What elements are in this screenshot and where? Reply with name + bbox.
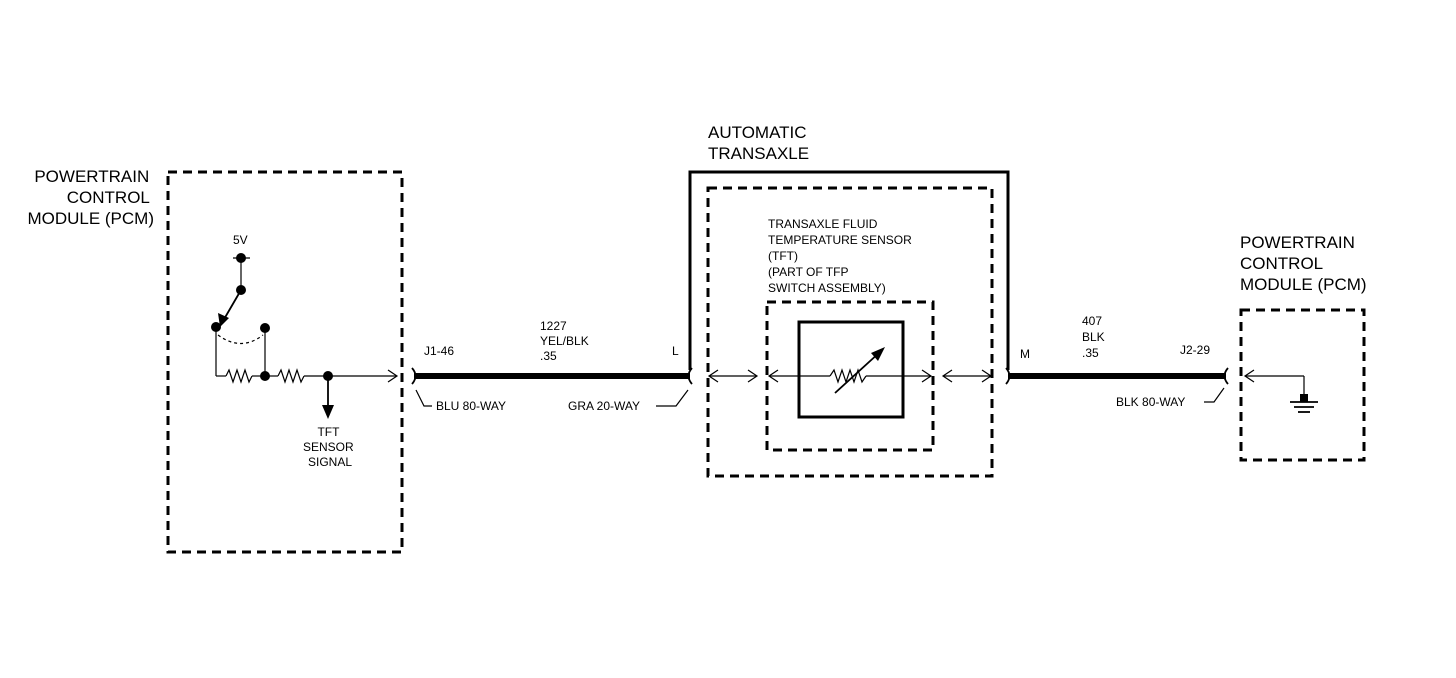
pullup-resistor-1 <box>216 368 265 384</box>
pcm-right-pin-arrow <box>1243 369 1255 383</box>
ground-icon <box>1290 376 1318 413</box>
automatic-transaxle: AUTOMATIC TRANSAXLE TRANSAXLE FLUID TEMP… <box>688 123 1010 478</box>
wire-1227-circuit-label: 1227 YEL/BLK .35 <box>540 319 592 363</box>
connector-label-blk-80-way: BLK 80-WAY <box>1116 395 1185 409</box>
pin-label-l: L <box>672 344 679 358</box>
transaxle-left-arrow <box>707 369 719 383</box>
pcm-right: POWERTRAIN CONTROL MODULE (PCM) <box>1239 233 1367 462</box>
signal-arrow-icon <box>322 376 334 419</box>
voltage-label-5v: 5V <box>233 233 248 247</box>
pin-label-j1-46: J1-46 <box>424 344 454 358</box>
transaxle-housing-outline <box>688 170 1010 370</box>
pcm-left-title-line-2: CONTROL <box>67 188 150 207</box>
pcm-left: POWERTRAIN CONTROL MODULE (PCM) 5V <box>27 167 404 554</box>
pcm-left-pin-arrow <box>387 369 399 383</box>
tfp-switch-box <box>706 186 994 478</box>
thermistor-icon <box>829 347 885 394</box>
temperature-switch <box>211 253 270 376</box>
pullup-resistor-2 <box>265 368 328 384</box>
wire-407: M 407 BLK .35 J2-29 BLK 80-WAY <box>1005 314 1229 409</box>
connector-j2-29-icon <box>1223 367 1229 385</box>
pcm-left-box <box>166 170 404 554</box>
connector-label-gra-20-way: GRA 20-WAY <box>568 399 640 413</box>
thermistor-housing <box>797 320 905 419</box>
connector-l-icon <box>687 367 693 385</box>
tft-sensor-label: TRANSAXLE FLUID TEMPERATURE SENSOR (TFT)… <box>768 217 915 295</box>
pin-label-m: M <box>1020 347 1030 361</box>
pin-label-j2-29: J2-29 <box>1180 343 1210 357</box>
tft-sensor-box <box>765 300 935 452</box>
pcm-left-title: POWERTRAIN CONTROL MODULE (PCM) <box>27 167 154 228</box>
pcm-left-title-line-1: POWERTRAIN <box>34 167 149 186</box>
connector-407-leader <box>1204 387 1225 403</box>
connector-right-leader <box>656 389 689 407</box>
wire-407-circuit-label: 407 BLK .35 <box>1082 314 1108 360</box>
connector-left-leader <box>415 389 432 407</box>
wire-1227: J1-46 1227 YEL/BLK .35 L BLU 80-WAY GRA … <box>411 319 693 413</box>
transaxle-title: AUTOMATIC TRANSAXLE <box>708 123 811 163</box>
connector-label-blu-80-way: BLU 80-WAY <box>436 399 506 413</box>
pcm-right-box <box>1239 308 1366 462</box>
pcm-left-title-line-3: MODULE (PCM) <box>27 209 154 228</box>
transaxle-right-arrow <box>981 369 993 383</box>
pcm-right-title: POWERTRAIN CONTROL MODULE (PCM) <box>1240 233 1367 294</box>
tft-sensor-signal-label: TFT SENSOR SIGNAL <box>303 425 357 469</box>
